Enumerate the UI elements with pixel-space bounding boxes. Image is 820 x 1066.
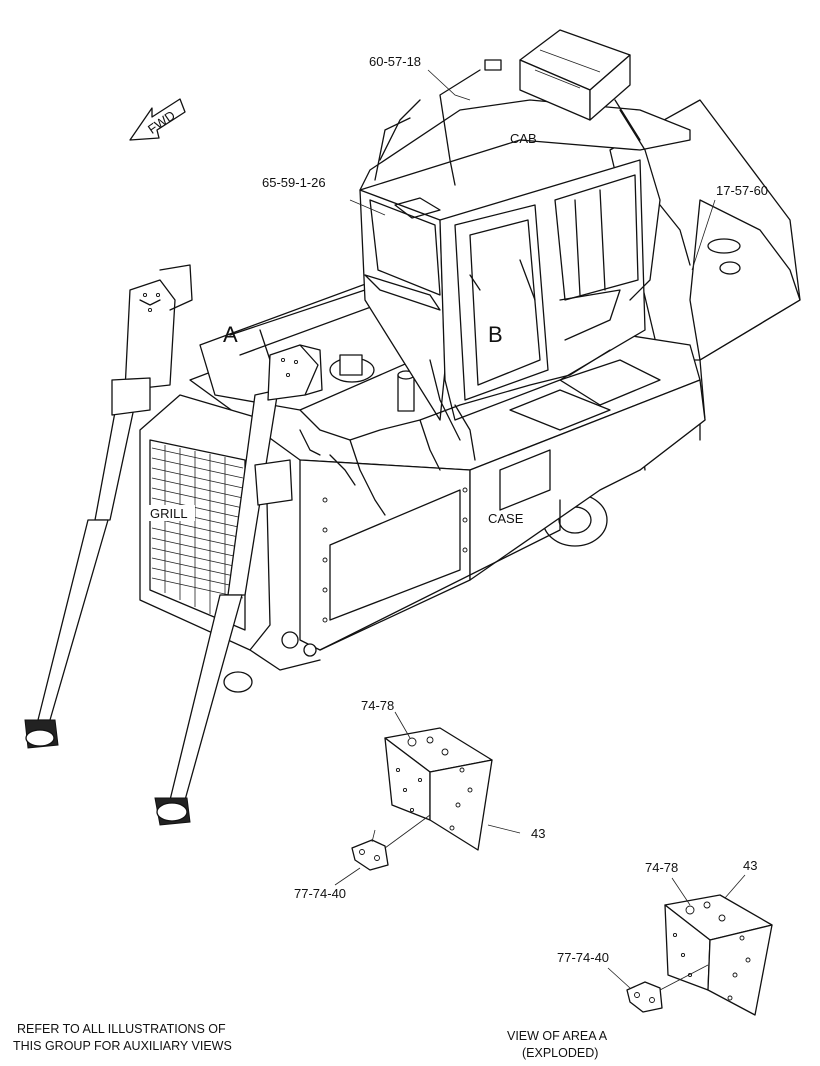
detail2-callout-74-78: 74-78 xyxy=(645,860,678,875)
area-label-a: A xyxy=(223,322,238,347)
wiring-harness xyxy=(299,349,611,516)
tractor-illustration xyxy=(24,29,801,826)
grill-label: GRILL xyxy=(150,506,188,521)
callout-17-57-60: 17-57-60 xyxy=(716,183,768,198)
detail1-callout-74-78: 74-78 xyxy=(361,698,394,713)
area-label-b: B xyxy=(488,322,503,347)
view-note-line1: VIEW OF AREA A xyxy=(507,1029,608,1043)
callout-65-59-1-26: 65-59-1-26 xyxy=(262,175,326,190)
detail1-callout-77-74-40: 77-74-40 xyxy=(294,886,346,901)
view-note-line2: (EXPLODED) xyxy=(522,1046,598,1060)
detail2-callout-77-74-40: 77-74-40 xyxy=(557,950,609,965)
detail2-callout-43: 43 xyxy=(743,858,757,873)
bracket-detail-2 xyxy=(607,874,773,1016)
lift-cylinder-left xyxy=(24,264,193,749)
lift-cylinder-right xyxy=(154,344,323,826)
callout-60-57-18: 60-57-18 xyxy=(369,54,421,69)
refer-note-line1: REFER TO ALL ILLUSTRATIONS OF xyxy=(17,1022,226,1036)
cab xyxy=(359,99,691,421)
fwd-arrow: FWD xyxy=(129,98,186,141)
refer-note-line2: THIS GROUP FOR AUXILIARY VIEWS xyxy=(13,1039,232,1053)
case-label: CASE xyxy=(488,511,524,526)
bracket-detail-1 xyxy=(334,711,521,886)
roof-box xyxy=(439,29,691,301)
detail1-callout-43: 43 xyxy=(531,826,545,841)
cab-label: CAB xyxy=(510,131,537,146)
